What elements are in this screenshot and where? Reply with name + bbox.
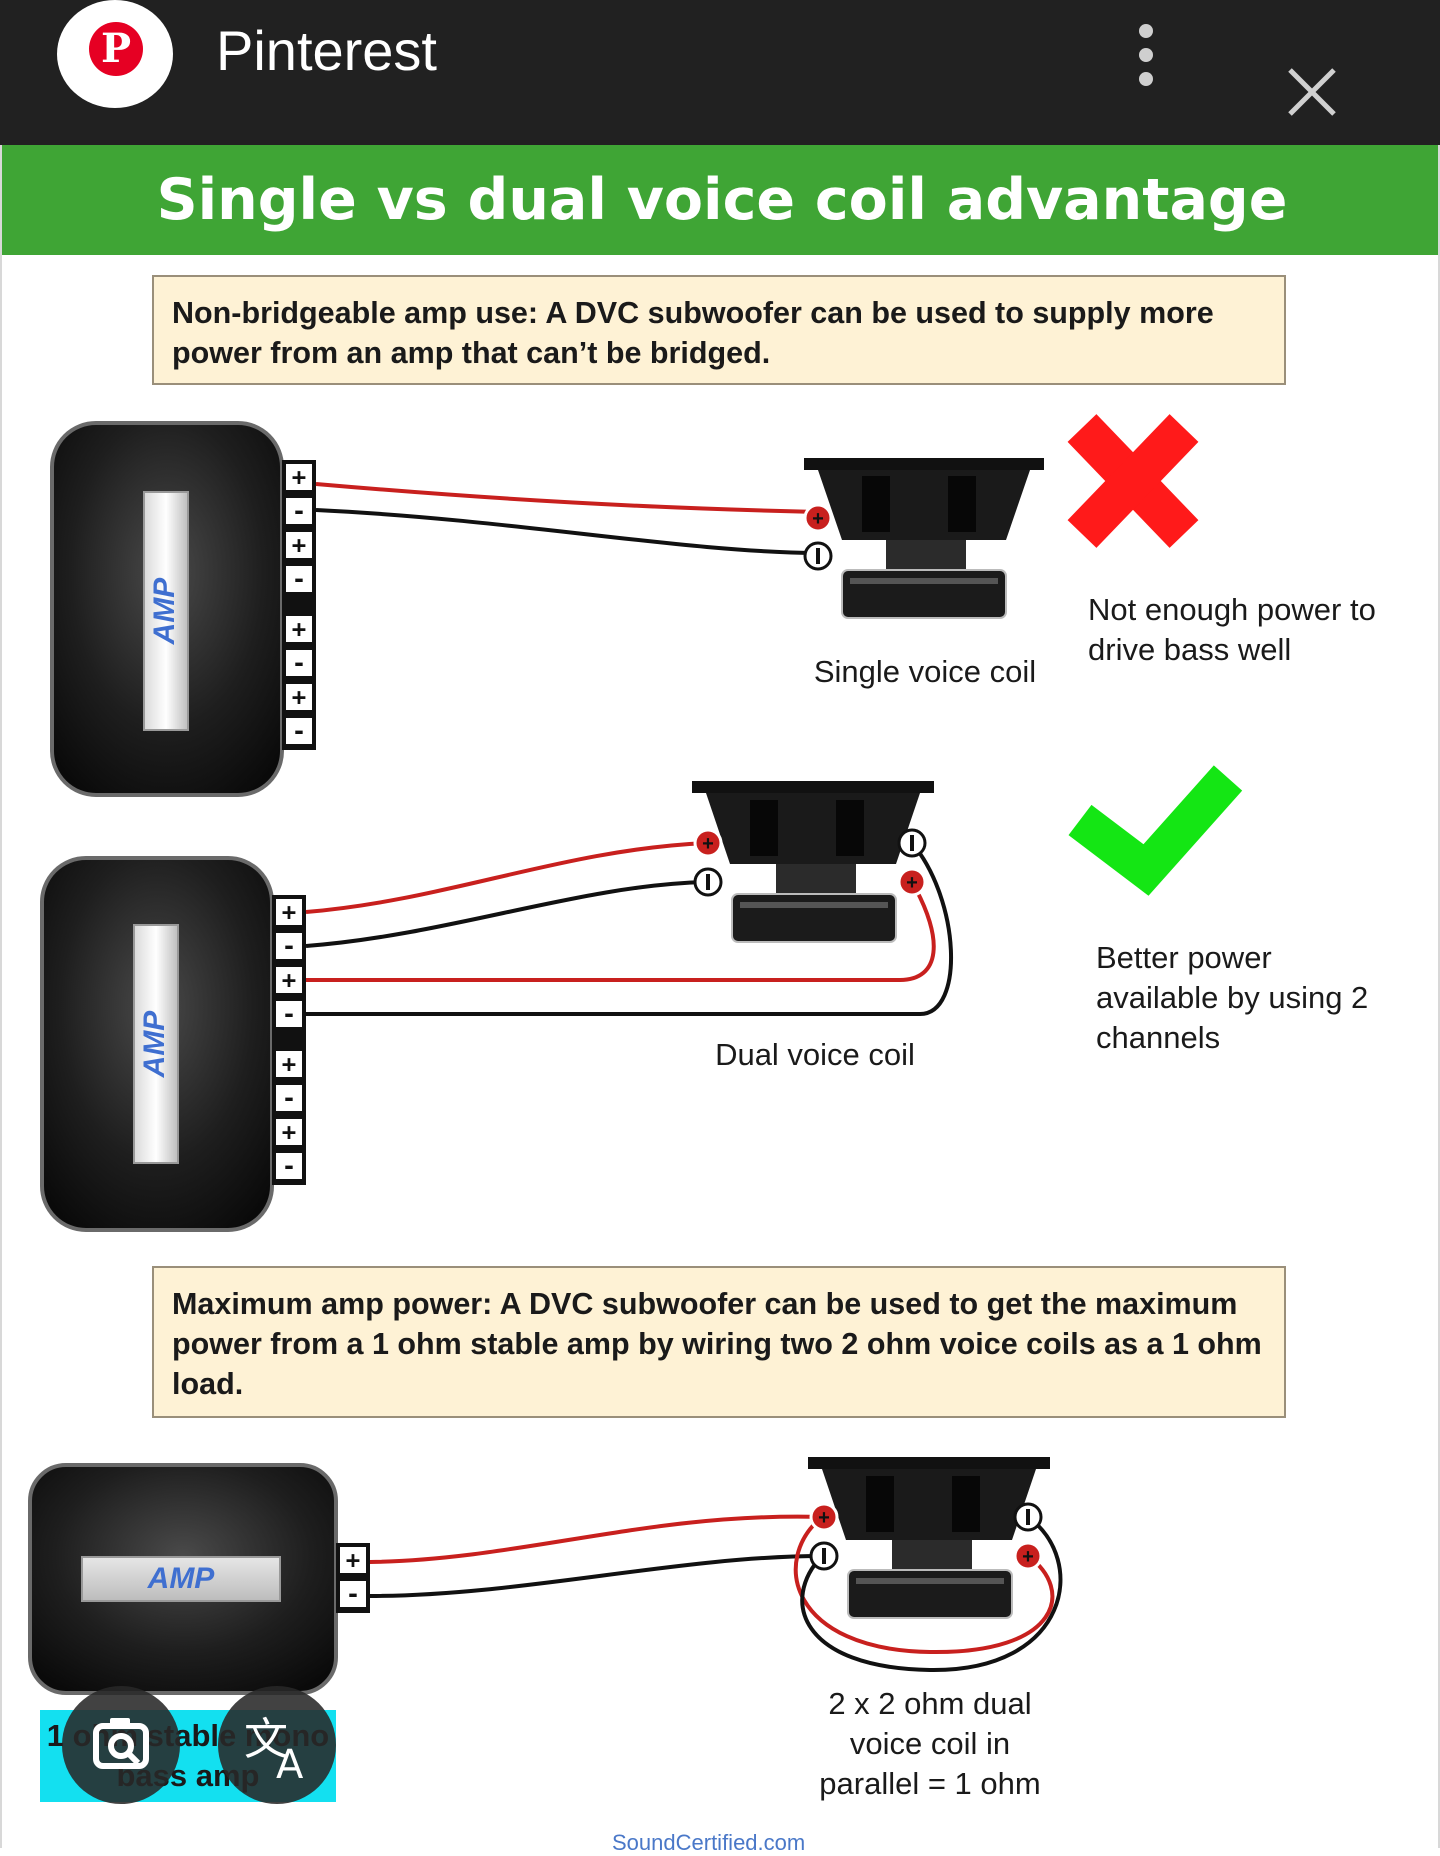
close-icon <box>1288 68 1336 116</box>
camera-search-icon <box>93 1718 149 1769</box>
svg-text:+: + <box>282 1118 296 1146</box>
amp-1-terminals: + - + - + - + - <box>282 460 316 750</box>
visual-search-button[interactable] <box>62 1686 180 1804</box>
svg-text:+: + <box>282 966 296 994</box>
pinterest-logo-icon: P <box>89 22 143 76</box>
svg-text:AMP: AMP <box>138 1010 171 1079</box>
translate-button[interactable]: 文 A <box>218 1686 336 1804</box>
translate-icon: 文 A <box>244 1714 304 1788</box>
svg-text:+: + <box>702 833 714 855</box>
svg-text:AMP: AMP <box>147 1562 216 1595</box>
dual-voice-coil-speaker: + + <box>692 781 934 943</box>
amp-1: AMP + - + - + - + - <box>50 421 316 797</box>
note-non-bridgeable: Non-bridgeable amp use: A DVC subwoofer … <box>152 275 1286 385</box>
svg-text:-: - <box>292 649 306 677</box>
single-voice-coil-speaker: + <box>803 458 1044 619</box>
amp-3-mono: AMP + - <box>28 1463 370 1695</box>
app-bar: P Pinterest <box>0 0 1440 145</box>
svg-text:-: - <box>282 1152 296 1180</box>
not-enough-power-caption: Not enough power to drive bass well <box>1088 592 1376 667</box>
app-title: Pinterest <box>216 19 437 82</box>
svg-text:+: + <box>818 1507 830 1529</box>
single-coil-label: Single voice coil <box>813 654 1037 689</box>
amp-2: AMP + - + - + - + - <box>40 856 306 1232</box>
svg-text:+: + <box>282 898 296 926</box>
svg-text:A: A <box>276 1742 304 1788</box>
check-icon <box>1068 765 1243 896</box>
parallel-dual-coil-speaker: + + <box>808 1457 1050 1619</box>
svg-text:+: + <box>292 531 306 559</box>
svg-text:文: 文 <box>244 1714 288 1765</box>
svg-text:-: - <box>282 1084 296 1112</box>
parallel-coil-label: 2 x 2 ohm dual voice coil in parallel = … <box>819 1686 1041 1801</box>
svg-text:-: - <box>292 565 306 593</box>
source-credit: SoundCertified.com <box>612 1830 806 1855</box>
svg-text:-: - <box>292 497 306 525</box>
svg-text:+: + <box>346 1546 360 1574</box>
amp-2-terminals: + - + - + - + - <box>272 895 306 1185</box>
infographic-banner: Single vs dual voice coil advantage exam… <box>2 145 1438 343</box>
close-button[interactable] <box>1280 60 1344 124</box>
svg-text:+: + <box>282 1050 296 1078</box>
svg-text:+: + <box>1022 1546 1034 1568</box>
svg-text:+: + <box>292 683 306 711</box>
note-max-power: Maximum amp power: A DVC subwoofer can b… <box>152 1266 1286 1418</box>
svg-text:+: + <box>292 615 306 643</box>
svg-text:AMP: AMP <box>148 577 181 646</box>
svg-text:+: + <box>292 463 306 491</box>
svg-text:-: - <box>282 1000 296 1028</box>
pinterest-logo[interactable]: P <box>57 0 173 108</box>
svg-text:+: + <box>812 508 824 530</box>
svg-text:-: - <box>282 932 296 960</box>
svg-text:-: - <box>292 717 306 745</box>
dual-coil-label: Dual voice coil <box>715 1037 915 1072</box>
more-vert-icon[interactable] <box>1126 20 1166 90</box>
svg-text:-: - <box>346 1580 360 1608</box>
cross-icon <box>1067 414 1199 548</box>
better-power-caption: Better power available by using 2 channe… <box>1096 940 1369 1055</box>
svg-text:+: + <box>906 872 918 894</box>
